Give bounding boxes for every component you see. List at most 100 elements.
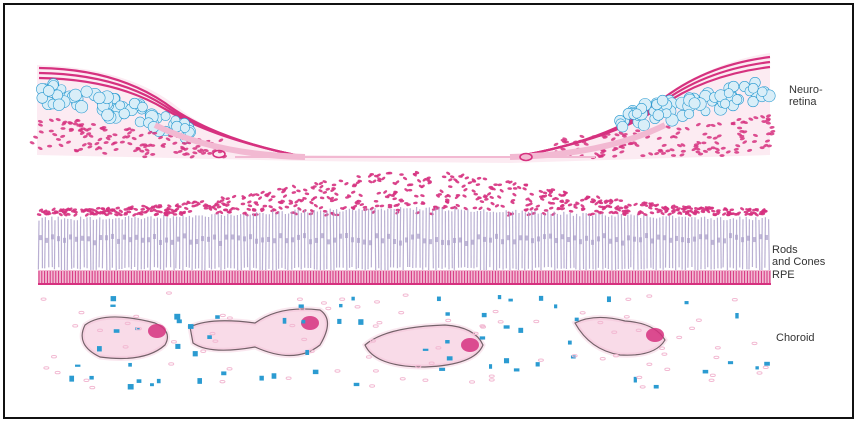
stromal-cell [647,363,652,365]
outer-nucleus [569,210,574,213]
photoreceptor-segment [165,238,168,243]
outer-nucleus [478,206,483,211]
outer-nucleus [268,198,273,203]
photoreceptor-segment [465,241,468,246]
pigment-cell [128,384,134,389]
photoreceptor [99,217,100,267]
pigment-cell [539,296,543,301]
pigment-cell [111,296,116,301]
outer-nucleus [413,201,418,204]
pigment-cell [685,301,689,304]
outer-nucleus [358,193,363,197]
stromal-cell [51,356,56,358]
stromal-cell [55,371,60,373]
outer-nucleus [500,204,505,208]
nucleus-dot [769,126,775,130]
photoreceptor-segment [177,237,180,242]
photoreceptor-segment [357,238,360,243]
photoreceptor-segment [189,240,192,245]
photoreceptor-segment [387,234,390,239]
pigment-cell [354,383,360,386]
photoreceptor-segment [279,233,282,238]
photoreceptor-segment [339,234,342,239]
outer-nucleus [420,194,425,198]
pigment-cell [504,325,510,328]
photoreceptor-segment [681,237,684,242]
photoreceptor [368,209,369,269]
pigment-cell [480,336,485,339]
photoreceptor-segment [675,236,678,241]
ganglion-cell [43,85,54,96]
outer-nucleus [416,178,421,183]
photoreceptor-segment [495,234,498,239]
photoreceptor [759,220,760,270]
photoreceptor-segment [459,237,462,242]
photoreceptor-segment [213,235,216,240]
photoreceptor-segment [171,240,174,245]
pigment-cell [703,370,709,374]
pigment-cell [137,379,142,383]
photoreceptor-segment [237,235,240,240]
stromal-cell [714,356,719,358]
photoreceptor-segment [591,240,594,245]
outer-nucleus [293,203,298,207]
photoreceptor [554,211,555,269]
photoreceptor-segment [411,235,414,240]
stromal-cell [73,325,78,327]
outer-nucleus [499,188,504,193]
outer-nucleus [471,189,476,194]
outer-nucleus [402,176,407,181]
pigment-cell [504,358,509,363]
photoreceptor-segment [351,237,354,242]
ganglion-cell [53,99,65,111]
outer-nucleus [448,185,453,188]
outer-nucleus [204,207,209,210]
photoreceptor-segment [543,234,546,239]
pigment-cell [498,295,501,299]
photoreceptor-segment [753,237,756,242]
pigment-cell [447,356,453,360]
stromal-cell [171,341,176,343]
outer-nucleus [517,185,522,190]
photoreceptor [573,216,574,268]
photoreceptor [54,220,55,269]
outer-nucleus [414,194,419,198]
outer-nucleus [475,183,480,186]
photoreceptor-segment [453,238,456,243]
pigment-cell [299,304,304,307]
outer-nucleus [379,204,384,207]
outer-nucleus [351,190,356,194]
photoreceptor [666,216,667,267]
pigment-cell [437,297,441,302]
outer-nucleus [173,213,178,216]
outer-nucleus [319,184,324,189]
outer-nucleus [581,207,586,210]
photoreceptor [566,214,567,269]
vessel-blood [646,328,664,342]
label-choroid: Choroid [776,332,815,344]
photoreceptor-segment [51,234,54,239]
stromal-cell [220,380,225,382]
photoreceptor [150,216,151,270]
photoreceptor-segment [741,237,744,242]
ganglion-cell [732,95,742,105]
outer-nucleus [580,198,585,202]
photoreceptor [518,213,519,270]
pigment-cell [568,341,572,345]
pigment-cell [69,376,74,382]
outer-nucleus [284,205,289,208]
stromal-cell [227,368,232,370]
outer-nucleus [392,197,397,201]
stromal-cell [373,370,378,372]
stromal-cell [321,302,326,304]
stromal-cell [637,376,642,378]
photoreceptor-segment [297,235,300,240]
diagram-frame: Neuro- retina Rods and Cones RPE Choroid [3,3,854,419]
photoreceptor-segment [705,234,708,239]
photoreceptor-segment [711,240,714,245]
photoreceptor [400,207,401,267]
outer-nucleus [598,205,603,209]
outer-nucleus [446,171,451,176]
outer-nucleus [291,184,296,189]
photoreceptor [416,207,417,268]
